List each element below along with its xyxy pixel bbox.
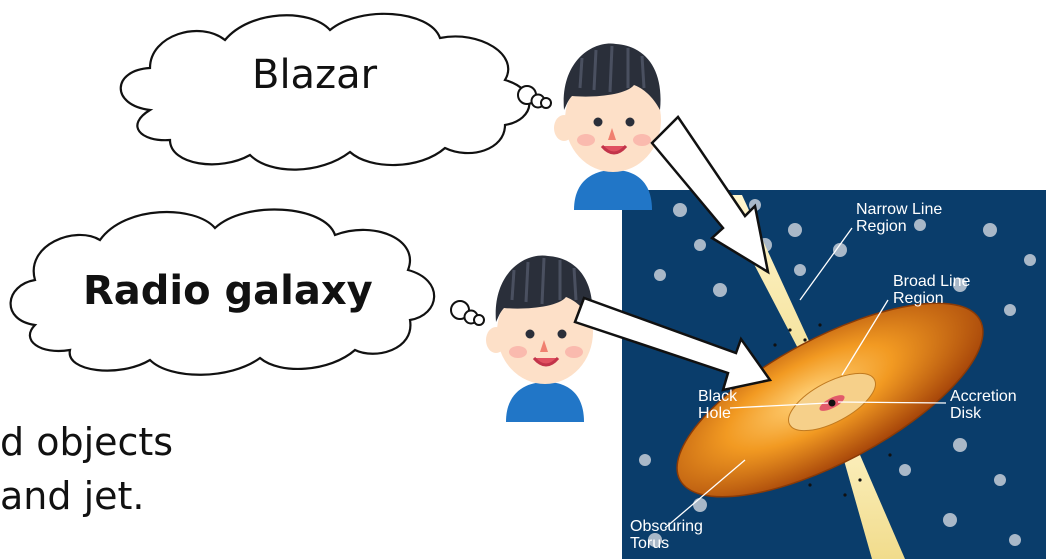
hollow-arrow-icon — [650, 115, 770, 275]
thought-bubble-blazar — [119, 12, 552, 171]
label-line: Broad Line — [893, 273, 971, 290]
label-line: Region — [893, 290, 944, 307]
hollow-arrow-icon — [573, 296, 773, 392]
boy-character-icon — [486, 255, 593, 422]
label-line: Hole — [698, 405, 731, 422]
label-leader-lines — [664, 227, 947, 529]
label-line: Obscuring — [630, 518, 703, 535]
accretion-disk-label: Accretion Disk — [950, 388, 1017, 422]
caption-line-1: d objects — [0, 420, 174, 464]
caption-line-2: and jet. — [0, 474, 145, 518]
boy-character-icon — [554, 43, 661, 210]
blazar-label: Blazar — [252, 52, 378, 98]
radio-galaxy-label: Radio galaxy — [83, 268, 373, 314]
broad-line-region-label: Broad Line Region — [893, 273, 970, 307]
label-line: Torus — [630, 535, 670, 552]
black-hole — [828, 399, 836, 407]
obscuring-torus-label: Obscuring Torus — [630, 518, 703, 552]
label-line: Narrow Line — [856, 201, 943, 218]
label-line: Region — [856, 218, 907, 235]
label-line: Accretion — [950, 388, 1017, 405]
narrow-line-clouds — [639, 199, 1036, 547]
label-line: Disk — [950, 405, 982, 422]
narrow-line-region-label: Narrow Line Region — [856, 201, 942, 235]
thought-bubble-radio-galaxy — [9, 208, 485, 376]
black-hole-label: Black Hole — [698, 388, 737, 422]
agn-illustration — [622, 190, 1046, 559]
label-line: Black — [698, 388, 738, 405]
